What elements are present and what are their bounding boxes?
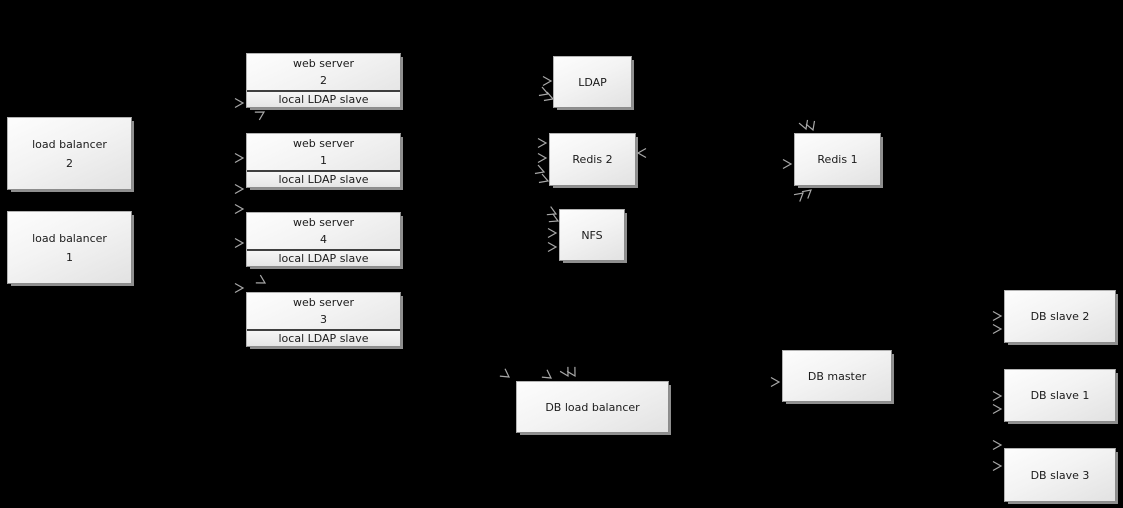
arrowhead-icon xyxy=(992,323,1003,335)
node-label-line: web server xyxy=(292,57,355,70)
node-db-slave-2-label: DB slave 2 xyxy=(1005,291,1115,342)
arrowhead-icon xyxy=(234,237,245,249)
arrowhead-icon xyxy=(255,274,267,284)
arrowhead-icon xyxy=(805,120,816,132)
node-load-balancer-2: load balancer 2 xyxy=(7,117,132,190)
node-db-load-balancer-label: DB load balancer xyxy=(517,382,668,432)
arrowhead-icon xyxy=(992,310,1003,322)
node-label-line: load balancer xyxy=(32,231,107,245)
node-label-line: Redis 2 xyxy=(572,153,613,166)
node-web-server-3: web server 3 local LDAP slave xyxy=(246,292,401,347)
arrowhead-icon xyxy=(541,369,553,379)
node-label-line: DB master xyxy=(807,369,867,383)
node-db-slave-3-label: DB slave 3 xyxy=(1005,449,1115,501)
arrowhead-icon xyxy=(782,158,793,170)
arrowhead-icon xyxy=(538,173,550,184)
arrowhead-icon xyxy=(538,86,550,97)
arrowhead-icon xyxy=(992,439,1003,451)
node-db-slave-3: DB slave 3 xyxy=(1004,448,1116,502)
node-load-balancer-1-label: load balancer 1 xyxy=(8,212,131,283)
arrowhead-icon xyxy=(547,241,558,253)
arrowhead-icon xyxy=(770,376,781,388)
arrowhead-icon xyxy=(798,119,809,131)
node-label-line: load balancer xyxy=(32,137,107,151)
arrowhead-icon xyxy=(537,137,548,149)
arrowhead-icon xyxy=(559,366,569,378)
node-label-line: 3 xyxy=(320,313,327,326)
arrowhead-icon xyxy=(992,403,1003,415)
node-web-server-2: web server 2 local LDAP slave xyxy=(246,53,401,108)
node-label-line: DB slave 1 xyxy=(1030,389,1090,402)
arrowhead-icon xyxy=(234,97,245,109)
node-label-line: 2 xyxy=(66,156,73,170)
node-nfs-label: NFS xyxy=(560,210,624,260)
node-label-line: 1 xyxy=(66,250,73,264)
arrowhead-icon xyxy=(534,164,546,175)
node-redis-1-label: Redis 1 xyxy=(795,134,880,185)
node-db-slave-2: DB slave 2 xyxy=(1004,290,1116,343)
node-web-server-4-sublabel: local LDAP slave xyxy=(247,249,400,266)
arrowhead-icon xyxy=(992,460,1003,472)
node-load-balancer-1: load balancer 1 xyxy=(7,211,132,284)
node-web-server-1-sublabel: local LDAP slave xyxy=(247,170,400,187)
node-web-server-4: web server 4 local LDAP slave xyxy=(246,212,401,267)
arrowhead-icon xyxy=(499,368,511,378)
node-web-server-4-label: web server 4 xyxy=(247,213,400,249)
node-label-line: DB load balancer xyxy=(545,400,640,414)
node-web-server-2-label: web server 2 xyxy=(247,54,400,90)
arrowhead-icon xyxy=(566,366,576,378)
node-label-line: DB slave 3 xyxy=(1030,468,1090,482)
node-db-master-label: DB master xyxy=(783,351,891,401)
node-label-line: LDAP xyxy=(578,75,607,89)
arrowhead-icon xyxy=(547,227,558,239)
node-ldap-label: LDAP xyxy=(554,57,631,107)
arrowhead-icon xyxy=(992,390,1003,402)
node-label-line: web server xyxy=(292,216,355,229)
node-label-line: NFS xyxy=(581,228,603,242)
node-web-server-2-sublabel: local LDAP slave xyxy=(247,90,400,107)
node-db-load-balancer: DB load balancer xyxy=(516,381,669,433)
node-redis-2: Redis 2 xyxy=(549,133,636,186)
arrowhead-icon xyxy=(234,282,245,294)
node-label-line: web server xyxy=(292,296,355,309)
node-ldap: LDAP xyxy=(553,56,632,108)
node-label-line: Redis 1 xyxy=(817,153,858,166)
node-db-master: DB master xyxy=(782,350,892,402)
node-redis-1: Redis 1 xyxy=(794,133,881,186)
node-label-line: 2 xyxy=(320,74,327,87)
node-label-line: 4 xyxy=(320,233,327,246)
arrowhead-icon xyxy=(234,152,245,164)
node-web-server-3-label: web server 3 xyxy=(247,293,400,329)
node-db-slave-1-label: DB slave 1 xyxy=(1005,370,1115,421)
arrowhead-icon xyxy=(537,152,548,164)
arrowhead-icon xyxy=(801,189,812,199)
node-redis-2-label: Redis 2 xyxy=(550,134,635,185)
arrowhead-icon xyxy=(542,75,553,87)
node-db-slave-1: DB slave 1 xyxy=(1004,369,1116,422)
arrowhead-icon xyxy=(793,192,804,202)
arrowhead-icon xyxy=(234,183,245,195)
arrowhead-icon xyxy=(254,111,266,121)
arrowhead-icon xyxy=(234,203,245,215)
node-web-server-1: web server 1 local LDAP slave xyxy=(246,133,401,188)
node-web-server-3-sublabel: local LDAP slave xyxy=(247,329,400,346)
node-label-line: web server xyxy=(292,137,355,150)
arrowhead-icon xyxy=(636,147,647,159)
node-load-balancer-2-label: load balancer 2 xyxy=(8,118,131,189)
arrowhead-icon xyxy=(546,206,558,216)
node-label-line: 1 xyxy=(320,154,327,167)
node-nfs: NFS xyxy=(559,209,625,261)
node-web-server-1-label: web server 1 xyxy=(247,134,400,170)
node-label-line: DB slave 2 xyxy=(1030,310,1090,323)
